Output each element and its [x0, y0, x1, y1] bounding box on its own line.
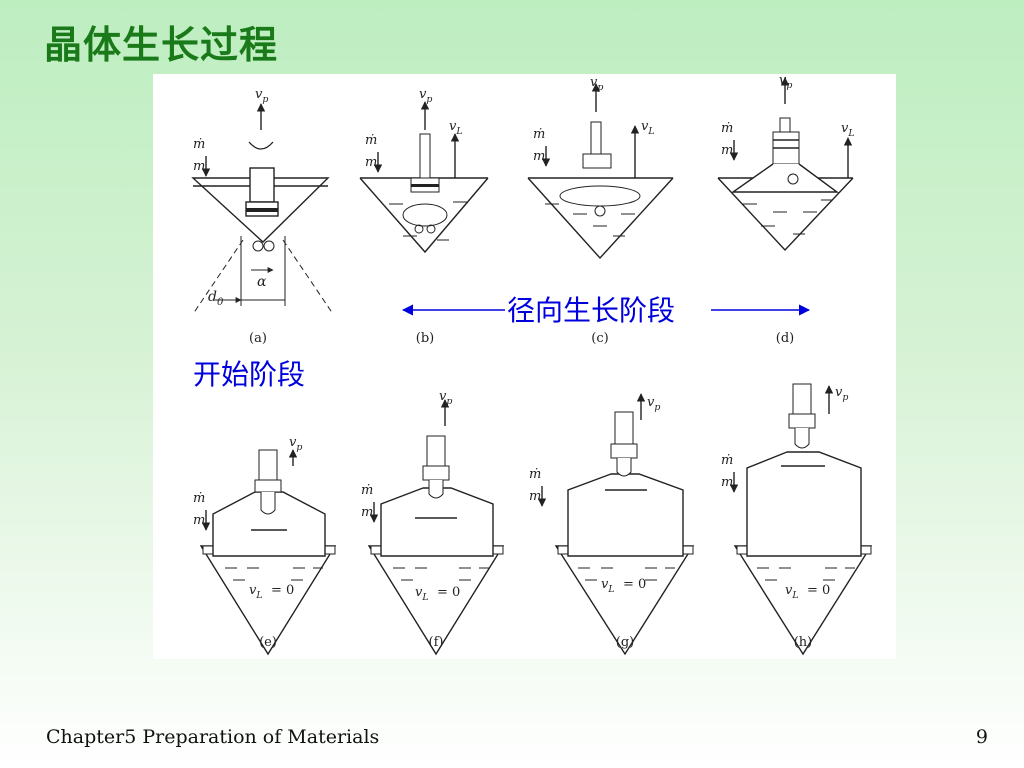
- symbol-vl-zero-g: = 0: [623, 577, 646, 592]
- symbol-vl-zero-f: = 0: [437, 585, 460, 600]
- symbol-m-dot: ṁ: [193, 491, 205, 506]
- symbol-m: m: [193, 159, 205, 174]
- seed-rod-f: [426, 435, 446, 467]
- crucible-b: [359, 177, 489, 254]
- symbol-vp: vp: [439, 389, 452, 407]
- symbol-vl-e: vL: [249, 583, 263, 601]
- panel-label-f: (f): [429, 635, 444, 650]
- symbol-m: m: [361, 505, 373, 520]
- start-stage-label: 开始阶段: [193, 358, 305, 391]
- rotation-arc: [248, 141, 274, 150]
- symbol-m-dot: ṁ: [529, 467, 541, 482]
- panel-label-c: (c): [591, 331, 608, 346]
- symbol-m-dot: ṁ: [533, 127, 545, 142]
- droplet-a2: [263, 240, 275, 252]
- footer-chapter: Chapter5 Preparation of Materials: [46, 726, 380, 748]
- symbol-m-dot: ṁ: [193, 137, 205, 152]
- slide-title: 晶体生长过程: [44, 23, 279, 67]
- symbol-d0: d0: [208, 289, 224, 308]
- seed-holder-f: [422, 465, 450, 481]
- bubble-b2: [426, 224, 436, 234]
- crucible-d: [717, 177, 854, 252]
- symbol-m-dot: ṁ: [365, 133, 377, 148]
- seed-holder-h: [788, 413, 816, 429]
- crystal-e: [212, 491, 326, 557]
- rim-f-left: [370, 545, 382, 555]
- symbol-m: m: [365, 155, 377, 170]
- neck-h: [794, 428, 810, 449]
- radial-stage-label: 径向生长阶段: [507, 294, 675, 327]
- bubble-b1: [414, 224, 424, 234]
- symbol-vp: vp: [590, 75, 603, 93]
- seed-band-b: [411, 184, 439, 187]
- panel-label-h: (h): [794, 635, 813, 650]
- bubble-d: [787, 173, 799, 185]
- rim-g-left: [557, 545, 569, 555]
- symbol-vl: vL: [841, 121, 855, 139]
- seed-band-a: [246, 208, 278, 212]
- rim-h-left: [736, 545, 748, 555]
- symbol-vp: vp: [419, 87, 432, 105]
- seed-rod-g: [614, 411, 634, 445]
- symbol-vl-h: vL: [785, 583, 799, 601]
- seed-rod-a: [249, 167, 275, 203]
- panel-label-a: (a): [249, 331, 267, 346]
- crystal-g: [567, 473, 684, 557]
- seed-holder-c: [582, 153, 612, 169]
- symbol-vl-zero-e: = 0: [271, 583, 294, 598]
- spray-cone-right: [282, 239, 334, 315]
- rim-f-right: [492, 545, 504, 555]
- symbol-vl: vL: [449, 119, 463, 137]
- seed-rod-b: [419, 133, 431, 179]
- crystal-d: [730, 163, 840, 193]
- panel-label-g: (g): [616, 635, 634, 650]
- crystal-h: [746, 451, 862, 557]
- rim-g-right: [682, 545, 694, 555]
- rim-e-left: [202, 545, 214, 555]
- rim-e-right: [324, 545, 336, 555]
- seed-rod-d: [779, 117, 791, 133]
- panel-label-e: (e): [259, 635, 277, 650]
- neck-f: [428, 480, 444, 499]
- panel-label-d: (d): [776, 331, 794, 346]
- spray-cone-left: [192, 239, 244, 315]
- crystal-c: [559, 185, 641, 207]
- symbol-vp: vp: [289, 435, 302, 453]
- symbol-m: m: [721, 475, 733, 490]
- symbol-vl: vL: [641, 119, 655, 137]
- seed-rod-e: [258, 449, 278, 485]
- seed-holder-g: [610, 443, 638, 459]
- symbol-vl-zero-h: = 0: [807, 583, 830, 598]
- rim-h-right: [860, 545, 872, 555]
- symbol-vp: vp: [647, 395, 660, 413]
- seed-rod-h: [792, 383, 812, 419]
- droplet-a1: [252, 240, 264, 252]
- symbol-vp: vp: [835, 385, 848, 403]
- symbol-m: m: [533, 149, 545, 164]
- symbol-vl-g: vL: [601, 577, 615, 595]
- neck-g: [616, 458, 632, 477]
- symbol-vp: vp: [255, 87, 268, 105]
- symbol-vp: vp: [779, 74, 792, 91]
- crystal-f: [380, 487, 494, 557]
- neck-e: [260, 492, 276, 515]
- crucible-c: [527, 177, 674, 260]
- symbol-alpha: α: [257, 274, 267, 290]
- seed-rod-c: [590, 121, 602, 155]
- crystal-b: [402, 203, 448, 227]
- symbol-m-dot: ṁ: [721, 453, 733, 468]
- crystal-growth-diagram: αd0vpṁm(a)vpvLṁm(b)vpvLṁm(c)vpvLṁm(d)vL=…: [191, 74, 873, 656]
- symbol-m-dot: ṁ: [721, 121, 733, 136]
- symbol-m: m: [721, 143, 733, 158]
- symbol-m: m: [529, 489, 541, 504]
- panel-label-b: (b): [416, 331, 434, 346]
- symbol-m: m: [193, 513, 205, 528]
- symbol-m-dot: ṁ: [361, 483, 373, 498]
- bubble-c: [594, 205, 606, 217]
- symbol-vl-f: vL: [415, 585, 429, 603]
- page-number: 9: [975, 726, 988, 748]
- seed-holder-e: [254, 479, 282, 493]
